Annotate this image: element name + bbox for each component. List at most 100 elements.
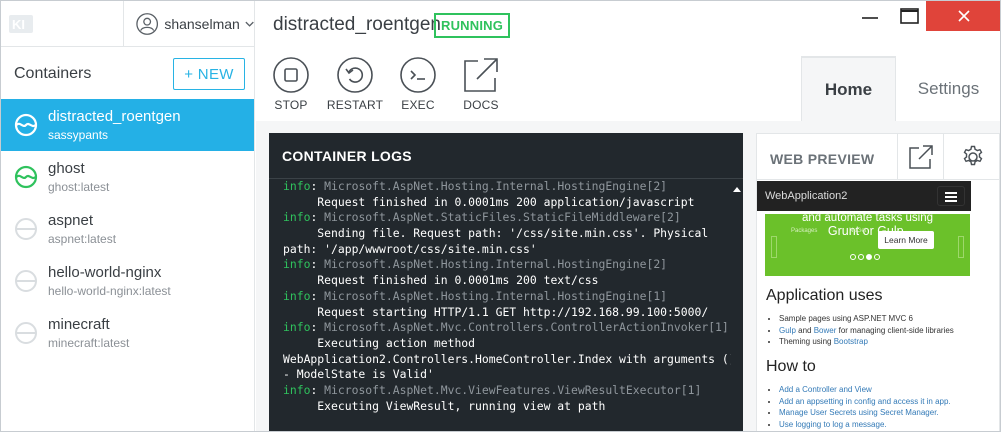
container-item-hello-world-nginx[interactable]: hello-world-nginx hello-world-nginx:late… (1, 255, 254, 307)
main-panel: distracted_roentgen RUNNING S (256, 1, 1000, 431)
site-list-application-uses: Sample pages using ASP.NET MVC 6 Gulp an… (779, 313, 954, 348)
preview-website[interactable]: WebApplication2 and automate tasks using… (757, 181, 971, 431)
learn-more-button[interactable]: Learn More (878, 231, 934, 249)
log-line: info: Microsoft.AspNet.Hosting.Internal.… (283, 289, 731, 305)
carousel-dot[interactable] (850, 254, 856, 260)
container-logs-panel: CONTAINER LOGS info: Microsoft.AspNet.Ho… (269, 133, 743, 431)
username: shanselman (164, 16, 240, 32)
log-source: Microsoft.AspNet.StaticFiles.StaticFileM… (324, 210, 681, 225)
site-navbar: WebApplication2 (757, 181, 971, 211)
list-item: Add an appsetting in config and access i… (779, 396, 951, 408)
site-heading-how-to: How to (766, 358, 816, 375)
stopped-status-icon (15, 322, 37, 344)
docs-label: DOCS (463, 98, 499, 112)
list-item: Theming using Bootstrap (779, 336, 954, 348)
minimize-icon[interactable] (854, 1, 886, 31)
carousel-caption-line1: and automate tasks using (801, 214, 934, 224)
log-level: info (283, 257, 311, 272)
container-name: minecraft (48, 316, 110, 333)
preview-settings-button[interactable] (943, 134, 1000, 180)
tab-settings[interactable]: Settings (896, 56, 1000, 121)
restart-icon (337, 57, 373, 93)
howto-link[interactable]: Use logging to log a message. (779, 419, 887, 429)
log-level: info (283, 210, 311, 225)
log-line: Request starting HTTP/1.1 GET http://192… (283, 305, 731, 321)
docs-button[interactable]: DOCS (451, 56, 511, 112)
stop-button[interactable]: STOP (261, 56, 321, 112)
container-image: aspnet:latest (48, 232, 117, 246)
container-name: distracted_roentgen (48, 108, 181, 125)
running-status-icon (14, 165, 38, 189)
carousel-caption: and automate tasks using Grunt or Gulp. (765, 214, 970, 238)
gear-icon (963, 145, 982, 166)
log-separator: : (310, 179, 325, 193)
sidebar: KI shanselman Containers + NEW (1, 1, 255, 431)
log-line: path: '/app/wwwroot/css/site.min.css' (283, 242, 731, 258)
howto-link[interactable]: Add an appsetting in config and access i… (779, 396, 951, 406)
site-brand[interactable]: WebApplication2 (765, 190, 848, 202)
exec-button[interactable]: EXEC (388, 56, 448, 112)
log-source: Microsoft.AspNet.Hosting.Internal.Hostin… (324, 257, 668, 272)
log-message: Executing action method (283, 335, 476, 350)
container-item-distracted-roentgen[interactable]: distracted_roentgen sassypants (1, 99, 254, 151)
container-item-ghost[interactable]: ghost ghost:latest (1, 151, 254, 203)
log-message: - ModelState is Valid' (283, 367, 434, 382)
container-item-aspnet[interactable]: aspnet aspnet:latest (1, 203, 254, 255)
containers-title: Containers (14, 65, 92, 82)
container-image: hello-world-nginx:latest (48, 284, 171, 298)
hamburger-menu-icon[interactable] (937, 186, 965, 206)
log-line: Executing ViewResult, running view at pa… (283, 399, 731, 415)
list-text: Theming using (779, 337, 834, 346)
howto-link[interactable]: Manage User Secrets using Secret Manager… (779, 408, 939, 417)
log-level: info (283, 382, 311, 397)
log-level: info (283, 320, 311, 335)
log-message: Request finished in 0.0001ms 200 text/cs… (283, 273, 599, 288)
tab-home[interactable]: Home (801, 56, 896, 121)
preview-title: WEB PREVIEW (770, 151, 875, 167)
container-name: aspnet (48, 212, 94, 229)
howto-link[interactable]: Add a Controller and View (779, 385, 872, 394)
container-name: ghost (48, 160, 85, 177)
list-item: Add a Controller and View (779, 384, 951, 396)
log-separator: : (310, 320, 325, 335)
gulp-link[interactable]: Gulp (779, 325, 796, 335)
new-container-button[interactable]: + NEW (173, 58, 245, 90)
log-separator: : (310, 382, 325, 397)
carousel-dot[interactable] (874, 254, 880, 260)
stopped-status-icon (15, 270, 37, 292)
container-name: hello-world-nginx (48, 264, 162, 281)
title-bar: distracted_roentgen RUNNING (256, 1, 1000, 49)
carousel-prev-control[interactable] (771, 236, 777, 258)
carousel-dot[interactable] (858, 254, 864, 260)
restart-button[interactable]: RESTART (325, 56, 385, 112)
list-item: Sample pages using ASP.NET MVC 6 (779, 313, 954, 325)
scroll-up-icon[interactable] (732, 185, 742, 195)
carousel-dot-active[interactable] (866, 254, 872, 260)
log-scrollbar[interactable] (731, 179, 743, 431)
stopped-status-icon (15, 218, 37, 240)
carousel-next-control[interactable] (958, 236, 964, 258)
carousel-faded-text: NuGet (849, 228, 867, 234)
terminal-icon (400, 57, 436, 93)
log-message: Executing ViewResult, running view at pa… (283, 398, 606, 413)
bower-link[interactable]: Bower (813, 325, 837, 335)
log-line: Sending file. Request path: '/css/site.m… (283, 226, 731, 242)
status-badge: RUNNING (434, 13, 511, 38)
close-window-button[interactable] (926, 1, 1000, 31)
log-line: info: Microsoft.AspNet.Mvc.Controllers.C… (283, 320, 731, 336)
open-preview-button[interactable] (897, 134, 943, 180)
log-output[interactable]: info: Microsoft.AspNet.Hosting.Internal.… (269, 179, 731, 431)
preview-header: WEB PREVIEW (757, 134, 999, 180)
container-item-minecraft[interactable]: minecraft minecraft:latest (1, 307, 254, 359)
stop-icon (273, 57, 309, 93)
log-line: - ModelState is Valid' (283, 367, 731, 383)
user-menu[interactable]: shanselman (123, 1, 255, 47)
bootstrap-link[interactable]: Bootstrap (833, 337, 868, 346)
log-source: Microsoft.AspNet.Hosting.Internal.Hostin… (324, 179, 668, 193)
maximize-icon[interactable] (892, 1, 928, 31)
close-icon (958, 10, 970, 22)
log-line: info: Microsoft.AspNet.Mvc.ViewFeatures.… (283, 383, 731, 399)
external-link-icon (464, 58, 498, 92)
container-image: ghost:latest (48, 180, 110, 194)
